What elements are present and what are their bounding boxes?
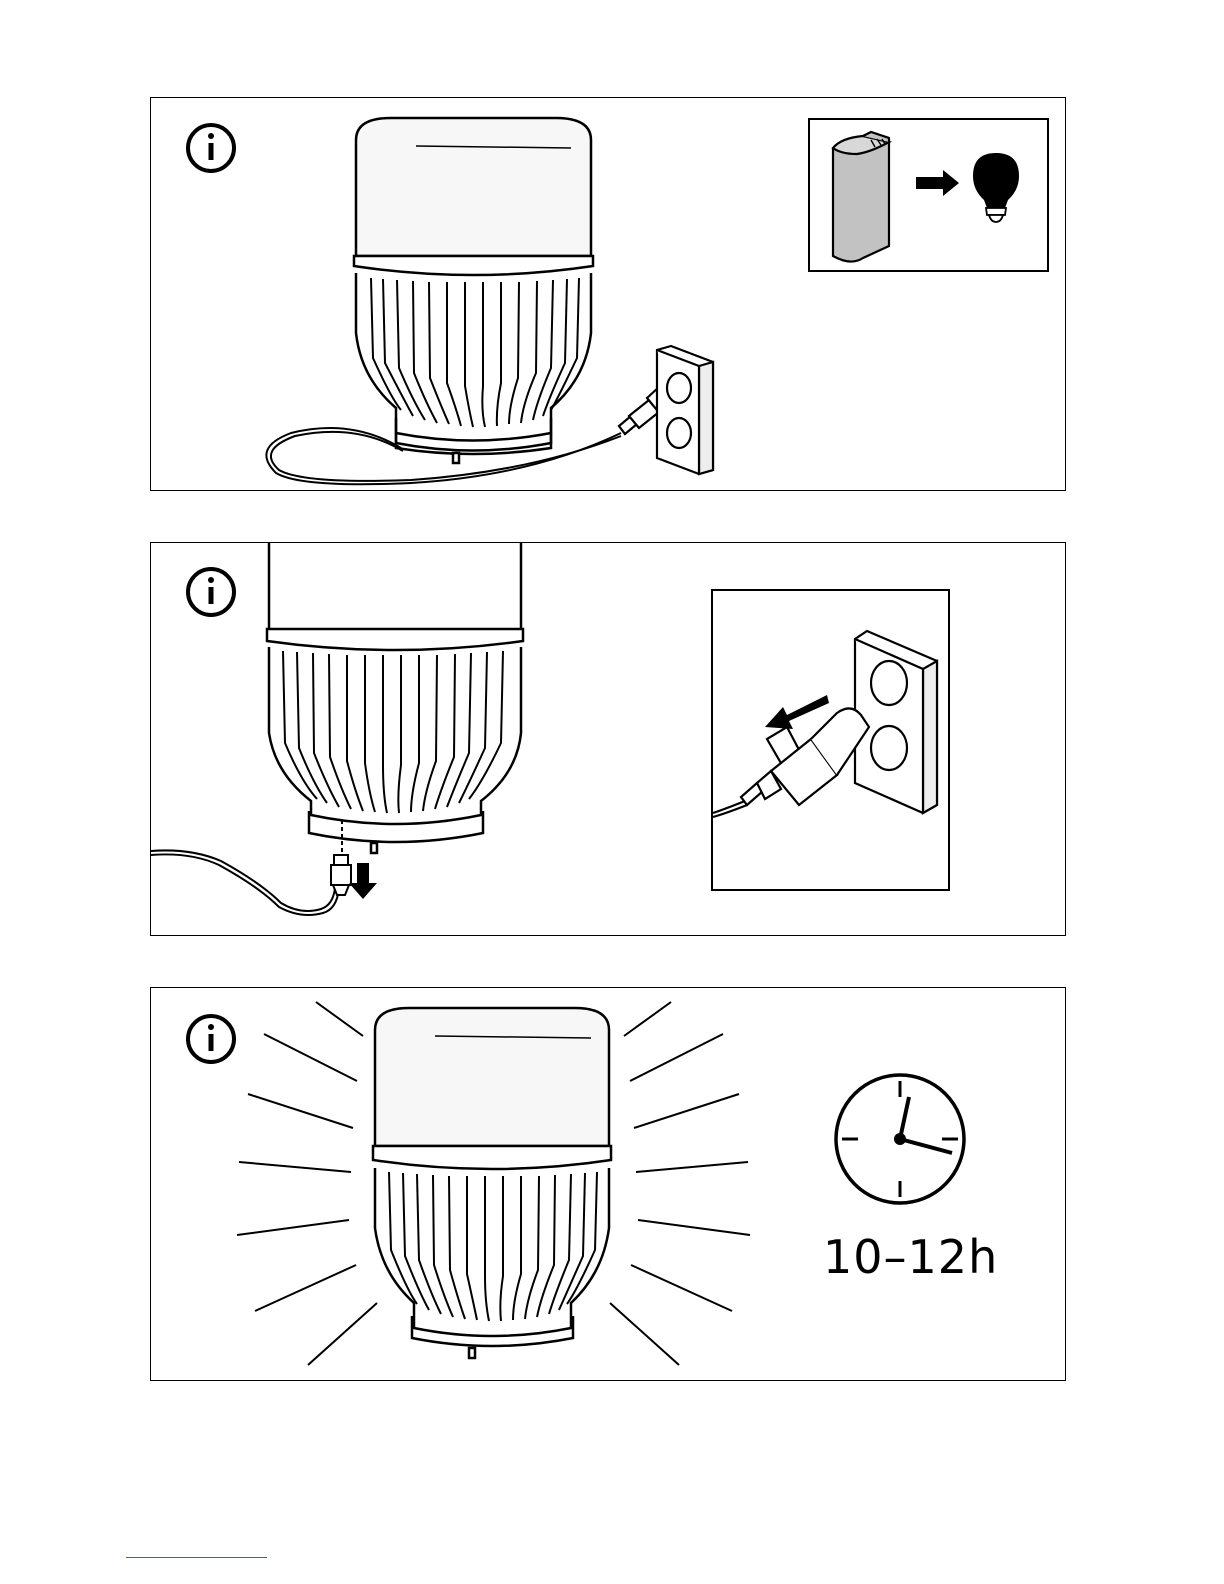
arrow-down-icon [349, 863, 377, 899]
panel-charge [150, 97, 1066, 491]
battery-to-bulb-inset [809, 119, 1048, 271]
wall-socket-icon [657, 346, 713, 474]
unplug-illustration [151, 543, 1066, 936]
battery-icon [833, 132, 889, 262]
info-icon [188, 1016, 234, 1062]
charging-illustration [151, 98, 1066, 491]
lamp-illustration [373, 1008, 611, 1358]
info-icon [188, 569, 234, 615]
panel-unplug [150, 542, 1066, 936]
clock-icon [836, 1075, 964, 1203]
panel-runtime: 10–12h [150, 987, 1066, 1381]
lamp-illustration [267, 543, 523, 853]
wall-socket-icon [855, 631, 937, 813]
runtime-duration-label: 10–12h [823, 1230, 998, 1284]
info-icon [188, 125, 234, 171]
charging-cable [266, 428, 621, 484]
runtime-illustration [151, 988, 1066, 1381]
usb-plug-icon [331, 855, 351, 895]
footer-rule [126, 1557, 267, 1558]
lamp-illustration [354, 118, 593, 463]
unplug-socket-inset [712, 590, 949, 890]
